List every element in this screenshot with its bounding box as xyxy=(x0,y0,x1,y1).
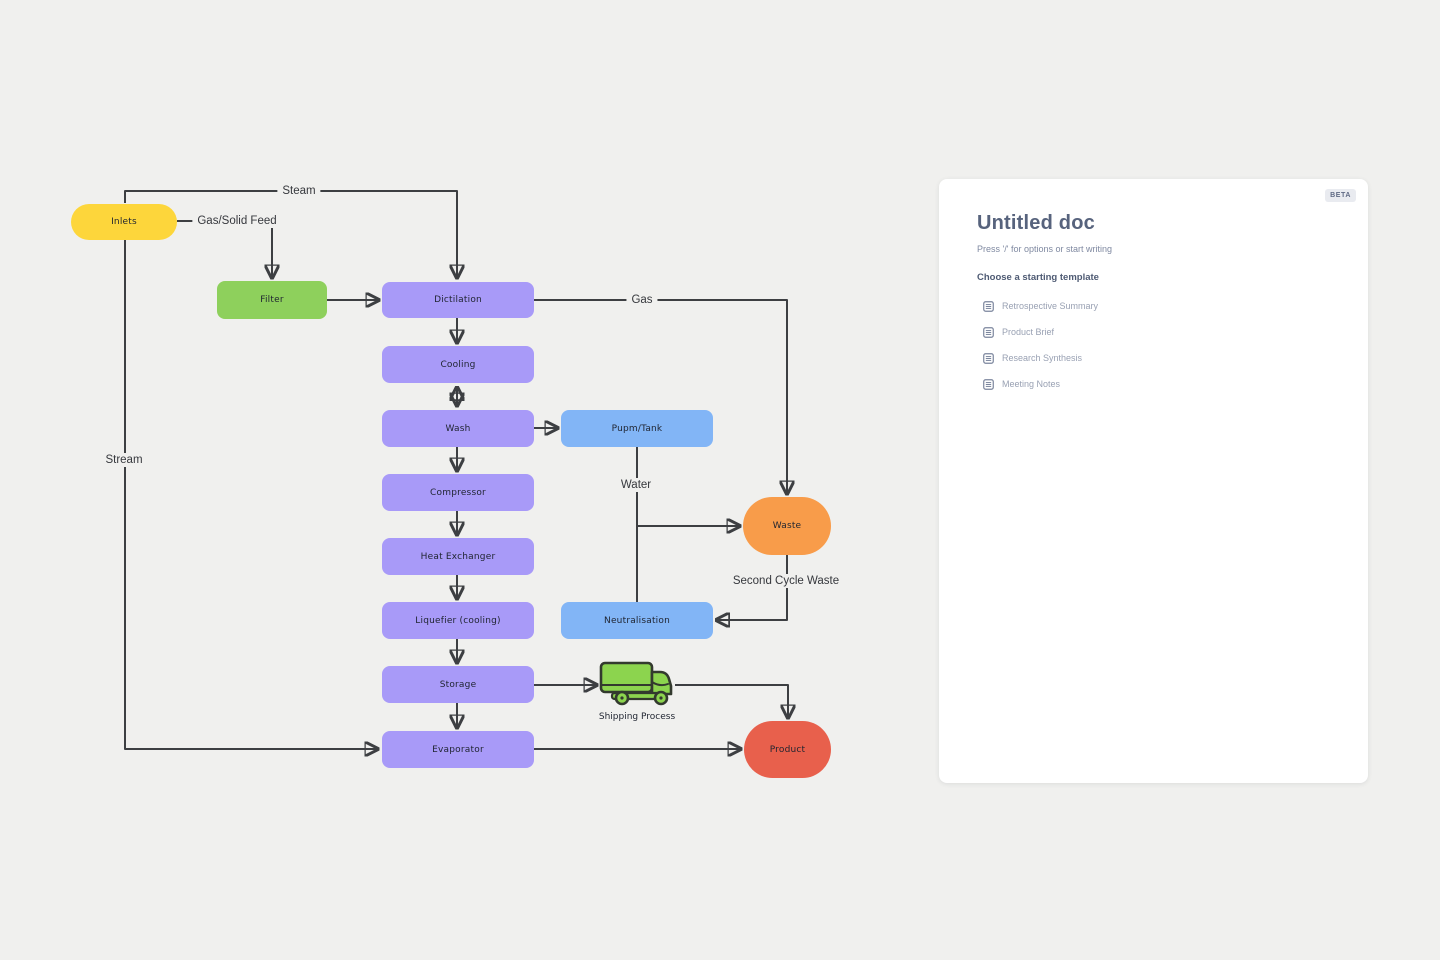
truck-icon[interactable] xyxy=(598,656,676,706)
edge-label-stream[interactable]: Stream xyxy=(100,453,148,467)
node-evaporator[interactable]: Evaporator xyxy=(382,731,534,768)
node-inlets[interactable]: Inlets xyxy=(71,204,177,240)
node-storage[interactable]: Storage xyxy=(382,666,534,703)
template-item-label: Product Brief xyxy=(1002,327,1055,337)
beta-badge: BETA xyxy=(1325,189,1356,202)
template-item-label: Retrospective Summary xyxy=(1002,301,1099,311)
template-item-label: Research Synthesis xyxy=(1002,353,1083,363)
node-pump-tank[interactable]: Pupm/Tank xyxy=(561,410,713,447)
document-icon xyxy=(983,352,994,364)
edge-label-gas-solid-feed[interactable]: Gas/Solid Feed xyxy=(192,214,282,228)
doc-editor-placeholder[interactable]: Press '/' for options or start writing xyxy=(977,244,1112,254)
document-icon xyxy=(983,326,994,338)
edge-label-second-cycle-waste[interactable]: Second Cycle Waste xyxy=(727,574,845,588)
document-icon xyxy=(983,378,994,390)
template-item-product-brief[interactable]: Product Brief xyxy=(977,319,1330,345)
edge-label-steam[interactable]: Steam xyxy=(277,184,321,198)
edge-label-gas[interactable]: Gas xyxy=(626,293,658,307)
node-cooling[interactable]: Cooling xyxy=(382,346,534,383)
node-neutralisation[interactable]: Neutralisation xyxy=(561,602,713,639)
doc-title[interactable]: Untitled doc xyxy=(977,212,1095,234)
template-item-retrospective-summary[interactable]: Retrospective Summary xyxy=(977,293,1330,319)
node-filter[interactable]: Filter xyxy=(217,281,327,319)
node-heat-exchanger[interactable]: Heat Exchanger xyxy=(382,538,534,575)
node-waste[interactable]: Waste xyxy=(743,497,831,555)
template-item-meeting-notes[interactable]: Meeting Notes xyxy=(977,371,1330,397)
node-product[interactable]: Product xyxy=(744,721,831,778)
node-dictilation[interactable]: Dictilation xyxy=(382,282,534,318)
templates-heading: Choose a starting template xyxy=(977,272,1099,283)
node-wash[interactable]: Wash xyxy=(382,410,534,447)
template-item-label: Meeting Notes xyxy=(1002,379,1061,389)
template-item-research-synthesis[interactable]: Research Synthesis xyxy=(977,345,1330,371)
document-icon xyxy=(983,300,994,312)
edge-label-water[interactable]: Water xyxy=(615,478,657,492)
templates-list: Retrospective Summary Product Brief xyxy=(977,293,1330,397)
doc-panel: BETA Untitled doc Press '/' for options … xyxy=(939,179,1368,783)
node-liquefier[interactable]: Liquefier (cooling) xyxy=(382,602,534,639)
shipping-process-caption[interactable]: Shipping Process xyxy=(598,712,676,722)
node-compressor[interactable]: Compressor xyxy=(382,474,534,511)
